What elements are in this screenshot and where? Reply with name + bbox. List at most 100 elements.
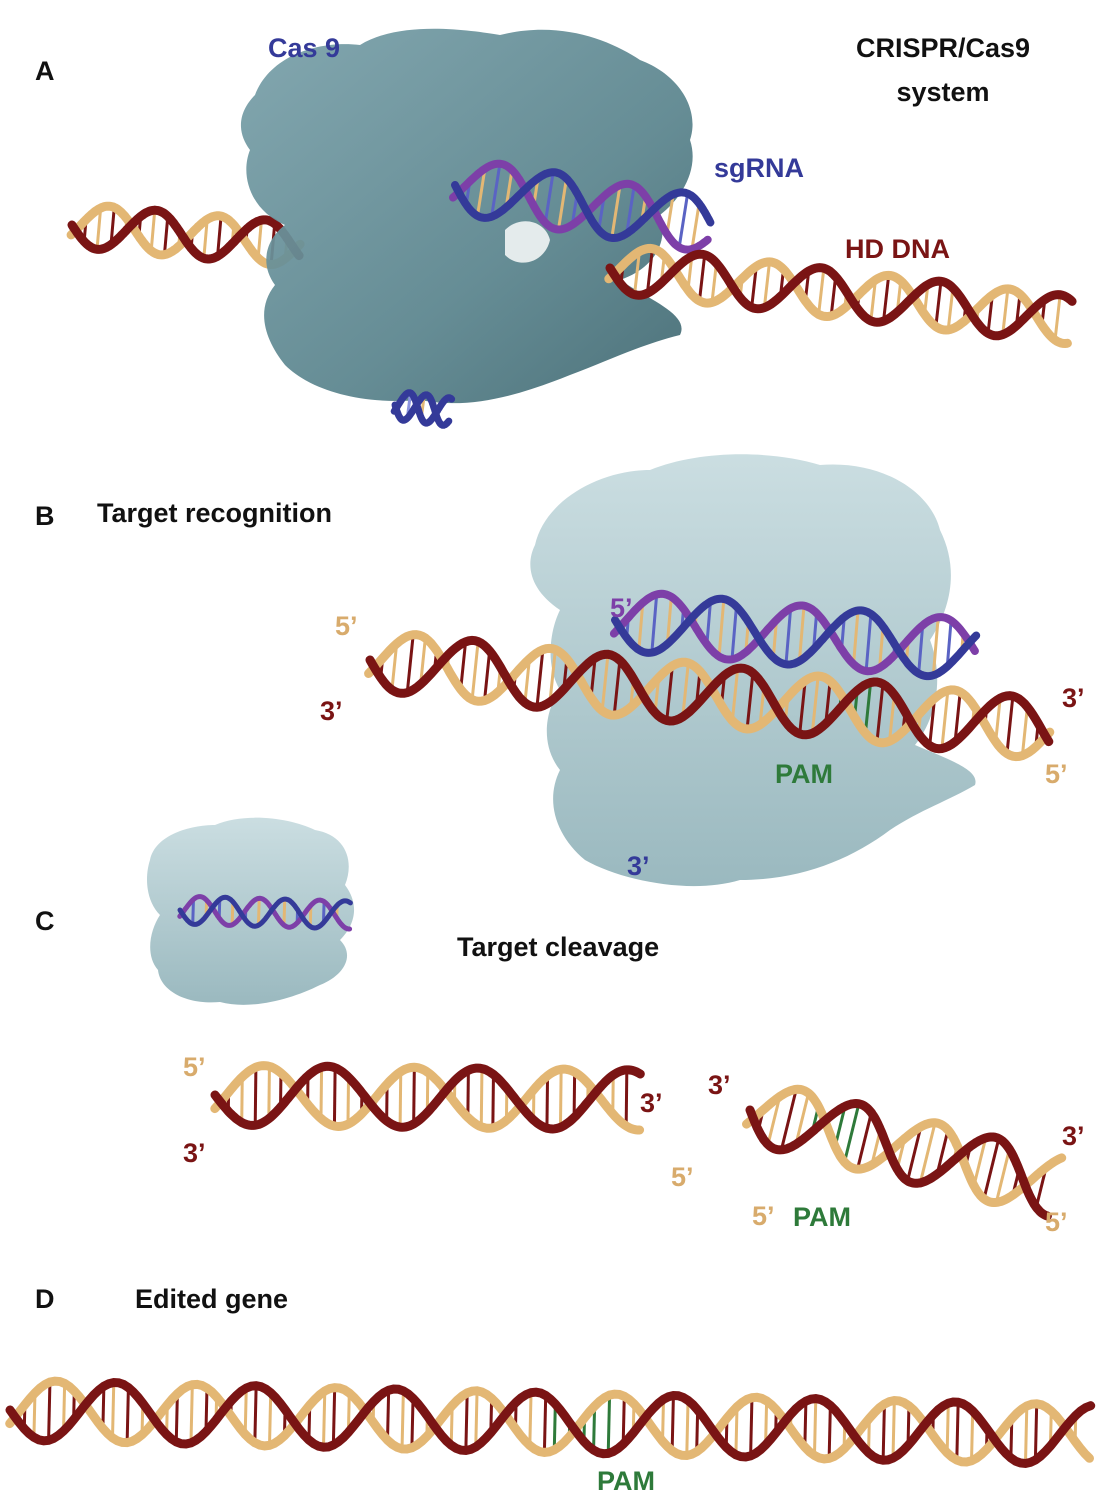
panel-d-title: Edited gene <box>135 1284 288 1314</box>
base-pair-rung <box>125 1387 130 1443</box>
backbone-strand <box>365 635 1054 754</box>
base-pair-rung <box>1033 1403 1039 1461</box>
base-pair-rung <box>470 641 480 700</box>
base-pair-rung <box>625 185 636 234</box>
base-pair-rung <box>972 1137 988 1187</box>
panel-c-letter: C <box>35 906 55 936</box>
system-title-line2: system <box>896 77 989 107</box>
base-pair-rung <box>665 665 674 721</box>
base-pair-rung <box>953 691 962 742</box>
base-pair-rung <box>827 1405 832 1459</box>
base-pair-rung <box>917 625 925 674</box>
base-pair-rung <box>797 605 806 662</box>
c-left-3prime-right: 3’ <box>640 1088 663 1118</box>
panel-b-title: Target recognition <box>97 498 332 528</box>
backbone-strand <box>210 1061 645 1135</box>
pam-label-c: PAM <box>793 1202 851 1232</box>
panel-a-letter: A <box>35 56 55 86</box>
backbone-strand <box>5 1376 1094 1467</box>
base-pair-rung <box>256 220 263 259</box>
base-pair-rung <box>189 1384 194 1443</box>
base-pair-rung <box>149 210 157 251</box>
cleaved-dna-left-fragment <box>210 1061 645 1135</box>
base-pair-rung <box>346 1077 351 1125</box>
base-pair-rung <box>864 613 873 672</box>
cleaved-dna-right-fragment <box>742 1084 1067 1221</box>
rna-3prime-label: 3’ <box>627 851 650 881</box>
base-pair-rung <box>390 643 399 691</box>
base-pair-rung <box>542 1395 548 1453</box>
base-pair-rung <box>32 1392 37 1438</box>
sgrna-strand-c <box>177 894 353 932</box>
base-pair-rung <box>253 1067 258 1126</box>
base-pair-rung <box>528 1392 533 1446</box>
base-pair-rung <box>459 641 468 690</box>
backbone-strand <box>177 894 353 932</box>
left-5prime-label: 5’ <box>335 611 358 641</box>
target-dna-helix <box>364 630 1055 762</box>
sgrna-strand <box>449 159 715 254</box>
system-title-line1: CRISPR/Cas9 <box>856 33 1030 63</box>
base-pair-rung <box>882 275 891 322</box>
cas9-protein-surface <box>240 28 693 404</box>
backbone-strand <box>745 1098 1052 1221</box>
backbone-strand <box>67 205 304 264</box>
backbone-strand <box>391 391 453 429</box>
base-pair-rung <box>645 248 654 294</box>
base-pair-rung <box>856 1112 873 1170</box>
c-right-3prime-right: 3’ <box>1062 1121 1085 1151</box>
backbone-strand <box>451 168 715 242</box>
base-pair-rung <box>523 658 531 703</box>
base-pair-rung <box>535 649 545 708</box>
base-pair-rung <box>928 698 937 746</box>
backbone-strand <box>210 1061 645 1134</box>
base-pair-rung <box>982 1138 1001 1200</box>
base-pair-rung <box>405 634 415 693</box>
base-pair-rung <box>812 1398 818 1456</box>
base-pair-rung <box>504 169 514 208</box>
base-pair-rung <box>331 1387 337 1446</box>
base-pair-rung <box>665 194 675 235</box>
backbone-strand <box>604 243 1072 349</box>
base-pair-rung <box>612 660 622 716</box>
base-pair-rung <box>779 1089 798 1151</box>
base-pair-rung <box>970 1410 975 1461</box>
base-pair-rung <box>545 1075 550 1129</box>
base-pair-rung <box>749 1397 754 1456</box>
base-pair-rung <box>253 1385 258 1443</box>
panel-a: A Cas 9 CRISPR/Cas9 system sgRNA HD DNA <box>35 28 1077 429</box>
base-pair-rung <box>268 1392 273 1446</box>
base-pair-rung <box>191 899 195 925</box>
backbone-strand <box>5 1377 1096 1469</box>
base-pair-rung <box>955 1402 960 1461</box>
base-pair-rung <box>875 683 885 743</box>
base-pair-rung <box>1023 1405 1029 1464</box>
base-pair-rung <box>918 1122 937 1184</box>
base-pair-rung <box>878 626 885 668</box>
base-pair-rung <box>621 1396 626 1445</box>
base-pair-rung <box>1001 288 1010 335</box>
base-pair-rung <box>624 1069 629 1126</box>
base-pair-rung <box>479 1068 484 1127</box>
base-pair-rung <box>881 1404 886 1461</box>
base-pair-rung <box>230 901 235 925</box>
base-pair-rung <box>490 163 502 217</box>
base-pair-rung <box>610 185 622 239</box>
base-pair-rung <box>750 266 758 308</box>
base-pair-rung <box>986 294 994 334</box>
c-right-5prime-bottom-right: 5’ <box>1045 1207 1068 1237</box>
base-pair-rung <box>863 682 873 734</box>
base-pair-rung <box>764 1400 769 1445</box>
base-pair-rung <box>592 1406 597 1451</box>
backbone-strand <box>449 159 712 254</box>
pam-label-d: PAM <box>597 1466 655 1496</box>
panel-c: C Target cleavage 5’ 3’ 3’ 5’ 3’ 3’ 5’ 5… <box>35 817 1085 1237</box>
base-pair-rung <box>558 1069 563 1128</box>
base-pair-rung <box>556 178 568 230</box>
base-pair-rung <box>62 1383 67 1432</box>
c-right-5prime-bottom-left: 5’ <box>752 1201 775 1231</box>
base-pair-rung <box>1053 294 1062 341</box>
c-left-3prime-bottom: 3’ <box>183 1138 206 1168</box>
panel-d: D Edited gene PAM <box>5 1284 1096 1496</box>
base-pair-rung <box>945 1403 950 1453</box>
